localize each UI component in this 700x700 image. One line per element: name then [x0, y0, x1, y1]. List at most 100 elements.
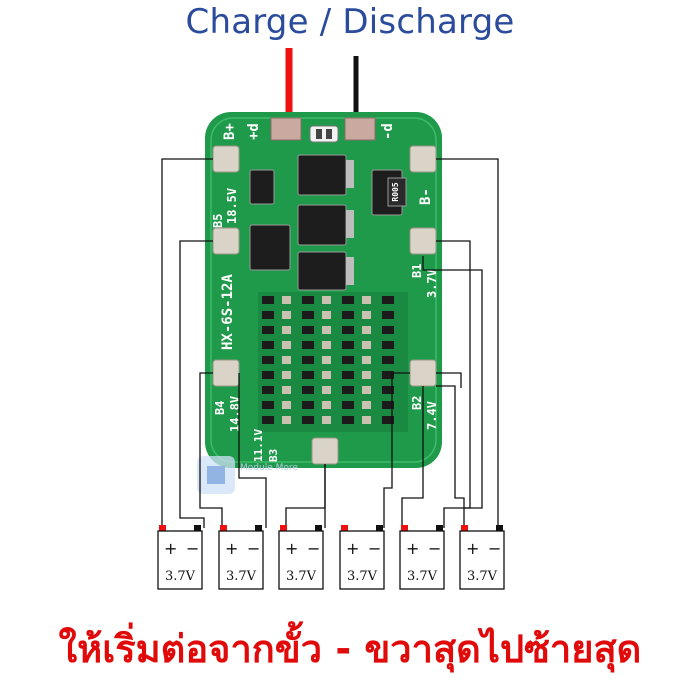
smd-component [322, 401, 331, 409]
b1-voltage-label: 3.7V [425, 269, 439, 298]
smd-component [382, 326, 394, 334]
smd-component [382, 311, 394, 319]
smd-component [302, 371, 314, 379]
smd-component [262, 356, 274, 364]
b3-label: B3 [267, 449, 280, 462]
cell-negative-tab [194, 525, 201, 531]
smd-component [382, 341, 394, 349]
b-plus-pad [212, 145, 240, 173]
watermark-logo: Module More [197, 456, 298, 494]
smd-component [342, 341, 354, 349]
smd-component [262, 401, 274, 409]
shunt-resistor [387, 177, 407, 207]
cell-plus-sign: + [466, 539, 479, 558]
cell-positive-tab [401, 525, 408, 531]
cell-negative-tab [436, 525, 443, 531]
smd-component [262, 341, 274, 349]
smd-component [342, 386, 354, 394]
wire-b4b [238, 373, 267, 528]
smd-component [262, 326, 274, 334]
p-minus-label: -d [380, 123, 396, 140]
cell-body [278, 530, 324, 590]
cell-plus-sign: + [164, 539, 177, 558]
balance-component-grid [258, 292, 408, 432]
cell-voltage-label: 3.7V [165, 569, 196, 584]
wire-b3a [285, 464, 326, 528]
cell-minus-sign: − [368, 539, 381, 558]
cell-positive-tab [280, 525, 287, 531]
cell-negative-tab [255, 525, 262, 531]
smd-component [382, 356, 394, 364]
cell-voltage-label: 3.7V [286, 569, 317, 584]
b2-pad [409, 359, 437, 387]
smd-component [262, 311, 274, 319]
cell-minus-sign: − [247, 539, 260, 558]
battery-cell: +− 3.7V [157, 525, 203, 590]
smd-component [342, 371, 354, 379]
smd-component [262, 416, 274, 424]
smd-component [262, 386, 274, 394]
cell-negative-tab [376, 525, 383, 531]
balance-wiring [161, 158, 499, 528]
smd-component [262, 371, 274, 379]
b5-pad [212, 227, 240, 255]
b-minus-label: B- [418, 188, 434, 205]
wire-b-plus [161, 158, 213, 528]
smd-component [302, 311, 314, 319]
b2-label: B2 [410, 396, 424, 410]
cell-body [157, 530, 203, 590]
wire-b5 [179, 240, 213, 528]
smd-component [322, 416, 331, 424]
b2-voltage-label: 7.4V [425, 401, 439, 430]
smd-component [282, 356, 291, 364]
smd-component [362, 311, 371, 319]
smd-component [362, 296, 371, 304]
cell-positive-tab [159, 525, 166, 531]
smd-component [302, 401, 314, 409]
smd-component [342, 296, 354, 304]
smd-component [362, 416, 371, 424]
p-plus-label: +d [246, 123, 262, 140]
b3-pad [311, 437, 339, 465]
cell-minus-sign: − [186, 539, 199, 558]
cell-voltage-label: 3.7V [226, 569, 257, 584]
b5-voltage-label: 18.5V [225, 188, 239, 224]
smd-component [262, 296, 274, 304]
smd-component [362, 371, 371, 379]
smd-component [282, 401, 291, 409]
smd-component [342, 416, 354, 424]
cell-body [339, 530, 385, 590]
cell-body [218, 530, 264, 590]
smd-component [322, 386, 331, 394]
watermark-text: Module More [240, 463, 298, 473]
b3-voltage-label: 11.1V [252, 429, 265, 462]
cell-positive-tab [220, 525, 227, 531]
smd-component [362, 401, 371, 409]
model-label: HX-6S-12A [220, 274, 236, 350]
cell-plus-sign: + [406, 539, 419, 558]
wire-b2b [401, 386, 424, 528]
b5-label: B5 [211, 214, 225, 228]
cell-voltage-label: 3.7V [467, 569, 498, 584]
smd-component [302, 416, 314, 424]
battery-cells: +−3.7V+−3.7V+−3.7V+−3.7V+−3.7V+−3.7V [157, 525, 505, 590]
resistor-label: R005 [391, 182, 400, 201]
cell-body [459, 530, 505, 590]
smd-component [302, 296, 314, 304]
cell-plus-sign: + [285, 539, 298, 558]
smd-component [282, 341, 291, 349]
cell-negative-tab [315, 525, 322, 531]
smd-component [322, 356, 331, 364]
smd-component [342, 311, 354, 319]
bms-pcb-board: B+ +d -d B- B5 18.5V HX-6S-12A B4 14.8V … [205, 112, 442, 468]
smd-component [282, 326, 291, 334]
b1-label: B1 [410, 264, 424, 278]
b4-voltage-label: 14.8V [228, 396, 242, 432]
smd-component [322, 371, 331, 379]
smd-component [382, 401, 394, 409]
smd-component [302, 356, 314, 364]
cell-minus-sign: − [488, 539, 501, 558]
wire-b2a [383, 372, 410, 528]
smd-component [342, 326, 354, 334]
